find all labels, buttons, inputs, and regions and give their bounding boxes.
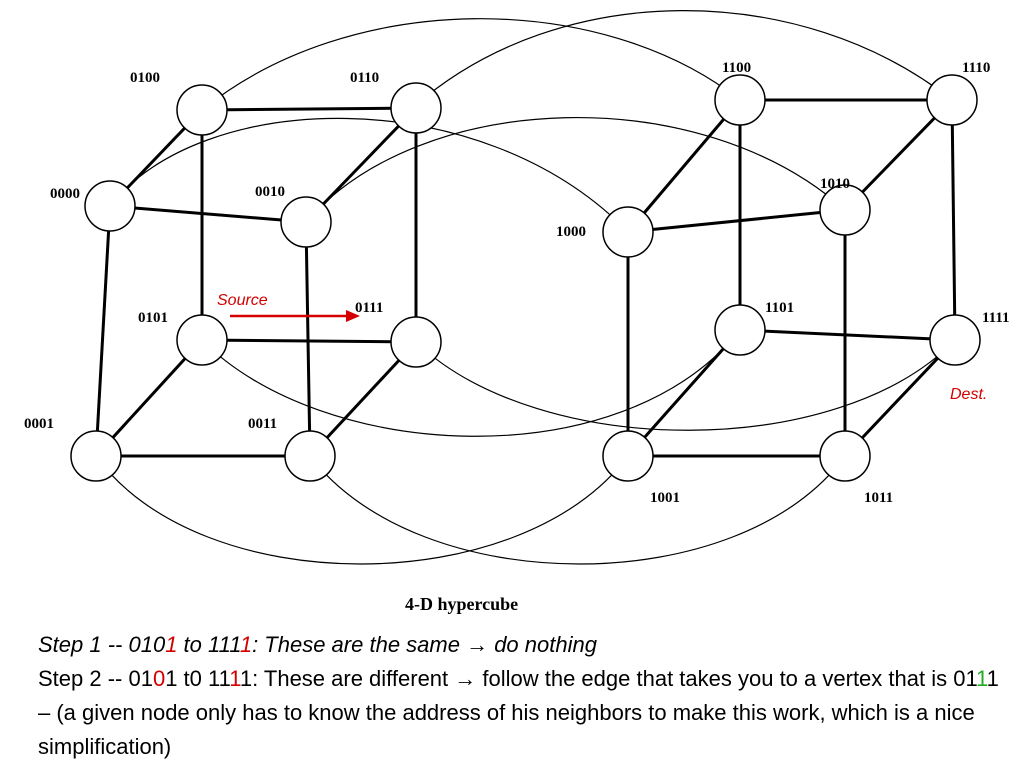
node-0101	[176, 314, 228, 366]
node-label: 1101	[765, 300, 794, 316]
node-1011	[819, 430, 871, 482]
node-label: 0000	[50, 186, 80, 202]
node-label: 0101	[138, 310, 168, 326]
node-1101	[714, 304, 766, 356]
arrow-icon: →	[454, 666, 477, 691]
step-2-paragraph: Step 2 -- 0101 t0 1111: These are differ…	[38, 666, 999, 759]
node-label: 0010	[255, 184, 285, 200]
source-arrowhead	[346, 310, 360, 322]
node-1110	[926, 74, 978, 126]
dest-label: Dest.	[950, 386, 987, 403]
node-1010	[819, 184, 871, 236]
node-label: 1111	[982, 310, 1010, 326]
arc-0011-1011	[309, 455, 846, 565]
node-0010	[280, 196, 332, 248]
node-label: 0001	[24, 416, 54, 432]
node-0110	[390, 82, 442, 134]
arrow-icon: →	[466, 632, 489, 657]
node-label: 1100	[722, 60, 751, 76]
node-1001	[602, 430, 654, 482]
node-label: 0011	[248, 416, 277, 432]
hypercube-diagram: 0100 0110 0000 0010 0101 0111 0001 0011 …	[24, 10, 1010, 614]
right-cube-edges	[626, 98, 957, 458]
left-cube-edges	[94, 106, 418, 458]
node-1000	[602, 206, 654, 258]
node-label: 1010	[820, 176, 850, 192]
arc-0111-1111	[415, 339, 956, 431]
node-0100	[176, 84, 228, 136]
nodes	[70, 74, 981, 482]
node-0011	[284, 430, 336, 482]
inter-cube-arcs	[95, 10, 956, 565]
node-label: 1000	[556, 224, 586, 240]
node-label: 1001	[650, 490, 680, 506]
arc-0010-1010	[305, 117, 846, 223]
node-label: 1110	[962, 60, 990, 76]
step-1-line: Step 1 -- 0101 to 1111: These are the sa…	[38, 632, 597, 657]
node-1100	[714, 74, 766, 126]
node-label: 0111	[355, 300, 383, 316]
node-labels: 0100 0110 0000 0010 0101 0111 0001 0011 …	[24, 60, 1010, 506]
source-annotation: Source	[217, 292, 360, 322]
node-label: 0110	[350, 70, 379, 86]
explanation-text: Step 1 -- 0101 to 1111: These are the sa…	[38, 628, 1013, 764]
arc-0001-1001	[95, 455, 629, 565]
arc-0100-1100	[201, 18, 741, 111]
diagram-caption: 4-D hypercube	[405, 594, 518, 614]
arc-0000-1000	[109, 117, 629, 233]
node-label: 1011	[864, 490, 893, 506]
node-0000	[84, 180, 136, 232]
node-label: 0100	[130, 70, 160, 86]
node-0111	[390, 316, 442, 368]
node-0001	[70, 430, 122, 482]
node-1111	[929, 314, 981, 366]
arc-0110-1110	[415, 10, 953, 106]
arc-0101-1101	[201, 329, 741, 437]
source-label: Source	[217, 292, 268, 309]
